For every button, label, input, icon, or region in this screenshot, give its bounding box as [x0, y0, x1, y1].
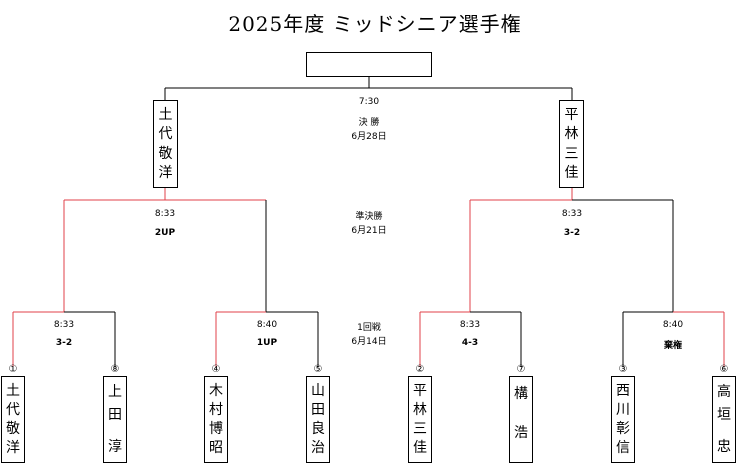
name-char: 田: [311, 401, 325, 418]
seed-8: ⑧: [110, 364, 120, 375]
name-char: 平: [413, 382, 427, 399]
semi-left-score: 2UP: [154, 228, 176, 238]
name-char: 土: [158, 106, 173, 123]
seed-7: ⑦: [516, 364, 526, 375]
r1-m4-score: 棄権: [663, 341, 682, 351]
name-char: 忠: [717, 438, 731, 455]
name-char: 佳: [413, 440, 427, 457]
name-char: 高: [717, 384, 731, 401]
player-box: 構 浩: [509, 376, 533, 463]
name-char: 博: [209, 421, 223, 438]
r1-m1-time: 8:33: [53, 320, 75, 330]
name-char: 彰: [616, 421, 630, 438]
semi-right-time: 8:33: [561, 209, 583, 219]
name-char: 田: [108, 407, 122, 424]
player-box: 山 田 良 治: [306, 376, 330, 463]
name-char: 治: [311, 440, 325, 457]
r1-m3-score: 4-3: [461, 338, 479, 348]
name-char: 村: [209, 401, 223, 418]
semi-round: 準決勝: [355, 212, 383, 222]
name-char: 上: [108, 384, 122, 401]
player-box: 西 川 彰 信: [611, 376, 635, 463]
semi-left-time: 8:33: [154, 209, 176, 219]
name-char: 三: [413, 421, 427, 438]
name-char: 垣: [717, 407, 731, 424]
final-round: 決 勝: [358, 118, 380, 128]
final-time: 7:30: [358, 97, 380, 107]
r1-m4-time: 8:40: [662, 320, 684, 330]
r1-m2-time: 8:40: [256, 320, 278, 330]
seed-6: ⑥: [719, 364, 729, 375]
name-char: 三: [564, 145, 579, 162]
seed-2: ②: [415, 364, 425, 375]
r1-m2-score: 1UP: [256, 338, 278, 348]
name-char: 敬: [158, 145, 173, 162]
name-char: 林: [564, 126, 579, 143]
champion-box: [306, 52, 432, 77]
name-char: 昭: [209, 440, 223, 457]
seed-3: ③: [618, 364, 628, 375]
semi-date: 6月21日: [351, 226, 387, 236]
r1-date: 6月14日: [351, 337, 387, 347]
player-box: 平 林 三 佳: [408, 376, 432, 463]
seed-1: ①: [8, 364, 18, 375]
semi-right-score: 3-2: [563, 228, 581, 238]
final-right-player: 平 林 三 佳: [559, 100, 584, 188]
name-char: 良: [311, 421, 325, 438]
seed-4: ④: [211, 364, 221, 375]
name-char: 林: [413, 401, 427, 418]
r1-m1-score: 3-2: [55, 338, 73, 348]
name-char: 平: [564, 106, 579, 123]
name-char: 木: [209, 382, 223, 399]
player-box: 木 村 博 昭: [204, 376, 228, 463]
name-char: 敬: [6, 421, 20, 438]
page-title: 2025年度 ミッドシニア選手権: [228, 12, 522, 36]
name-char: 代: [6, 401, 20, 418]
player-box: 高 垣 忠: [712, 376, 736, 463]
name-char: 山: [311, 382, 325, 399]
name-char: 洋: [158, 165, 173, 182]
name-char: 代: [158, 126, 173, 143]
name-char: 洋: [6, 440, 20, 457]
name-char: 浩: [514, 424, 528, 441]
r1-m3-time: 8:33: [459, 320, 481, 330]
name-char: 川: [616, 401, 630, 418]
name-char: 西: [616, 382, 630, 399]
name-char: 信: [616, 440, 630, 457]
name-char: 淳: [108, 438, 122, 455]
name-char: 佳: [564, 165, 579, 182]
final-left-player: 土 代 敬 洋: [153, 100, 178, 188]
player-box: 上 田 淳: [103, 376, 127, 463]
r1-round: 1回戦: [357, 323, 381, 333]
name-char: 構: [514, 386, 528, 403]
player-box: 土 代 敬 洋: [1, 376, 25, 463]
seed-5: ⑤: [313, 364, 323, 375]
name-char: 土: [6, 382, 20, 399]
final-date: 6月28日: [351, 132, 387, 142]
